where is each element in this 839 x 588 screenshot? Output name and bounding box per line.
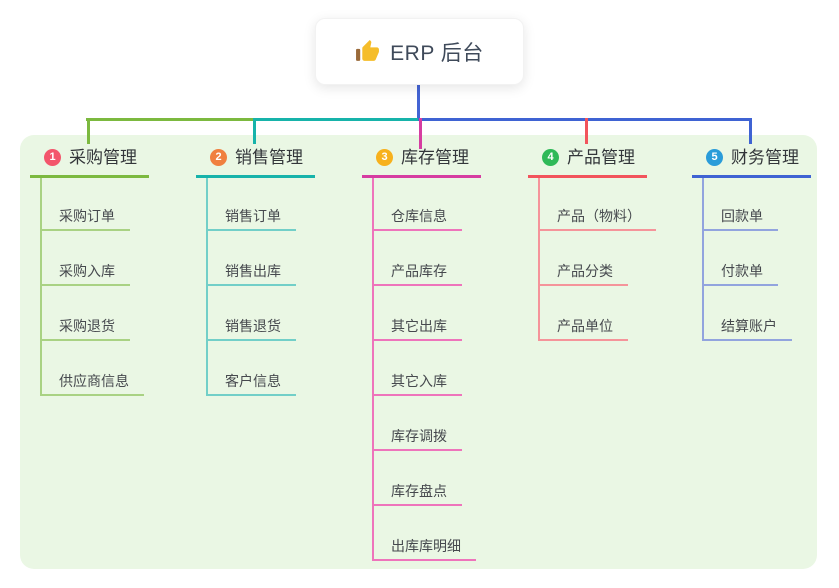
branch-title-3[interactable]: 3 库存管理 (362, 146, 481, 178)
branch-children-1: 采购订单采购入库采购退货供应商信息 (40, 178, 149, 396)
child-node[interactable]: 销售订单 (208, 208, 296, 231)
branch-5: 5 财务管理回款单付款单结算账户 (692, 146, 811, 341)
branch-number-badge: 3 (376, 149, 393, 166)
child-node[interactable]: 付款单 (704, 263, 778, 286)
child-node[interactable]: 产品（物料） (540, 208, 656, 231)
branch-1: 1 采购管理采购订单采购入库采购退货供应商信息 (30, 146, 149, 396)
branch-2: 2 销售管理销售订单销售出库销售退货客户信息 (196, 146, 315, 396)
branch-drop-line-4 (585, 118, 588, 144)
branch-label: 采购管理 (69, 148, 137, 167)
branch-number-badge: 1 (44, 149, 61, 166)
child-node[interactable]: 销售退货 (208, 318, 296, 341)
branch-title-1[interactable]: 1 采购管理 (30, 146, 149, 178)
child-node[interactable]: 产品库存 (374, 263, 462, 286)
branch-number-badge: 5 (706, 149, 723, 166)
branch-drop-line-1 (87, 118, 90, 144)
child-node[interactable]: 销售出库 (208, 263, 296, 286)
branches-panel (20, 135, 817, 569)
branch-number-badge: 4 (542, 149, 559, 166)
branch-title-4[interactable]: 4 产品管理 (528, 146, 647, 178)
child-node[interactable]: 结算账户 (704, 318, 792, 341)
child-node[interactable]: 采购入库 (42, 263, 130, 286)
branch-number-badge: 2 (210, 149, 227, 166)
child-node[interactable]: 客户信息 (208, 373, 296, 396)
branch-title-2[interactable]: 2 销售管理 (196, 146, 315, 178)
branch-drop-line-2 (253, 118, 256, 144)
root-drop-line (417, 83, 420, 121)
branch-children-2: 销售订单销售出库销售退货客户信息 (206, 178, 315, 396)
child-node[interactable]: 供应商信息 (42, 373, 144, 396)
branch-children-4: 产品（物料） 产品分类产品单位 (538, 178, 656, 341)
branch-3: 3 库存管理仓库信息产品库存其它出库其它入库库存调拨库存盘点出库库明细 (362, 146, 481, 561)
child-node[interactable]: 库存调拨 (374, 428, 462, 451)
bus-segment-1 (86, 118, 254, 121)
branch-label: 财务管理 (731, 148, 799, 167)
child-node[interactable]: 其它入库 (374, 373, 462, 396)
branch-children-5: 回款单付款单结算账户 (702, 178, 811, 341)
bus-segment-3 (418, 118, 751, 121)
root-node[interactable]: ERP 后台 (315, 18, 524, 85)
branch-title-5[interactable]: 5 财务管理 (692, 146, 811, 178)
branch-drop-line-5 (749, 118, 752, 144)
child-node[interactable]: 产品单位 (540, 318, 628, 341)
child-node[interactable]: 产品分类 (540, 263, 628, 286)
child-node[interactable]: 库存盘点 (374, 483, 462, 506)
branch-label: 产品管理 (567, 148, 635, 167)
child-node[interactable]: 采购退货 (42, 318, 130, 341)
child-node[interactable]: 仓库信息 (374, 208, 462, 231)
child-node[interactable]: 采购订单 (42, 208, 130, 231)
root-label: ERP 后台 (390, 41, 484, 65)
branch-drop-line-3 (419, 118, 422, 149)
child-node[interactable]: 其它出库 (374, 318, 462, 341)
branch-label: 库存管理 (401, 148, 469, 167)
bus-segment-2 (254, 118, 418, 121)
branch-4: 4 产品管理产品（物料） 产品分类产品单位 (528, 146, 656, 341)
child-node[interactable]: 回款单 (704, 208, 778, 231)
child-node[interactable]: 出库库明细 (374, 538, 476, 561)
thumbs-up-icon (356, 40, 380, 61)
branch-label: 销售管理 (235, 148, 303, 167)
branch-children-3: 仓库信息产品库存其它出库其它入库库存调拨库存盘点出库库明细 (372, 178, 481, 561)
